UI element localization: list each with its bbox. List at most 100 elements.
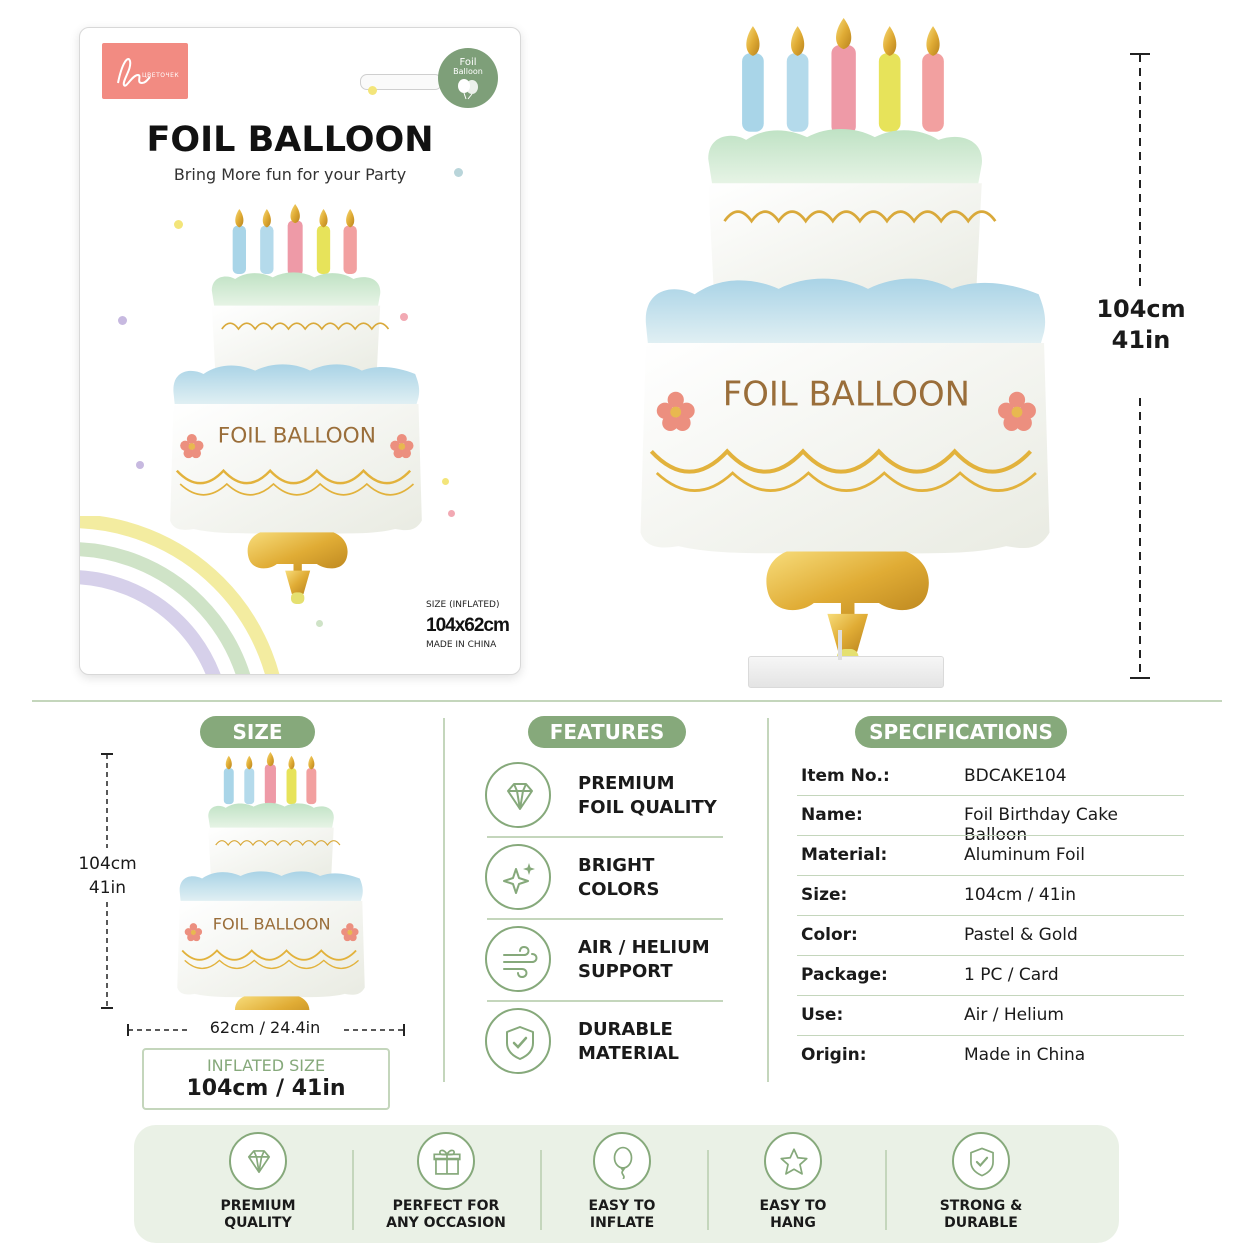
benefit-line2: QUALITY (224, 1215, 292, 1231)
spec-key: Color: (801, 925, 858, 945)
feature-item: AIR / HELIUM SUPPORT (485, 924, 723, 1004)
acrylic-stand (748, 656, 944, 688)
spec-divider (797, 995, 1184, 996)
wind-icon (485, 926, 551, 992)
stand-stick (838, 630, 842, 660)
inflated-size-title: INFLATED SIZE (206, 1056, 326, 1075)
made-in-label: MADE IN CHINA (426, 640, 497, 650)
feature-line1: AIR / HELIUM (578, 937, 710, 958)
height-cm: 104cm (1096, 295, 1186, 323)
card-cake-illustration: FOIL BALLOON (168, 204, 424, 604)
benefit-line2: HANG (770, 1215, 816, 1231)
spec-value: 104cm / 41in (964, 885, 1077, 905)
spec-key: Item No.: (801, 766, 890, 786)
benefit-label: PREMIUM QUALITY (173, 1198, 343, 1232)
confetti-dot (316, 620, 323, 627)
size-height-cm: 104cm (78, 854, 137, 874)
benefit-divider (540, 1150, 542, 1230)
confetti-dot (400, 313, 408, 321)
benefit-divider (707, 1150, 709, 1230)
spec-divider (797, 955, 1184, 956)
size-label: SIZE (INFLATED) (426, 600, 500, 610)
feature-divider (487, 918, 723, 920)
balloons-icon (458, 79, 478, 100)
shield-check-icon (485, 1008, 551, 1074)
spec-row: Color: Pastel & Gold (797, 917, 1184, 957)
benefit-line1: PERFECT FOR (392, 1198, 500, 1214)
feature-line1: DURABLE (578, 1019, 673, 1040)
confetti-dot (136, 461, 144, 469)
spec-divider (797, 875, 1184, 876)
size-width-label: 62cm / 24.4in (190, 1018, 340, 1037)
benefit-line2: ANY OCCASION (386, 1215, 506, 1231)
foil-badge: Foil Balloon (438, 48, 498, 108)
confetti-dot (454, 168, 463, 177)
benefit-line1: EASY TO (759, 1198, 827, 1214)
benefit-divider (352, 1150, 354, 1230)
size-cake-illustration: FOIL BALLOON (176, 752, 366, 1010)
brand-logo: ЦВЕТОЧЕК (102, 43, 188, 99)
feature-line1: BRIGHT (578, 855, 655, 876)
spec-key: Name: (801, 805, 863, 825)
benefit-item: EASY TO HANG (708, 1132, 878, 1240)
benefit-divider (885, 1150, 887, 1230)
feature-line1: PREMIUM (578, 773, 675, 794)
feature-item: BRIGHT COLORS (485, 842, 723, 922)
spec-key: Use: (801, 1005, 844, 1025)
feature-line2: SUPPORT (578, 961, 673, 982)
benefit-label: STRONG & DURABLE (896, 1198, 1066, 1232)
sparkle-icon (485, 844, 551, 910)
spec-divider (797, 1035, 1184, 1036)
confetti-dot (368, 86, 377, 95)
hero-cake-text: FOIL BALLOON (723, 374, 970, 413)
confetti-dot (442, 478, 449, 485)
feature-item: PREMIUM FOIL QUALITY (485, 760, 723, 840)
packaging-card: ЦВЕТОЧЕК Foil Balloon FOIL BALLOON Bring… (79, 27, 521, 675)
balloon-icon (593, 1132, 651, 1190)
spec-row: Size: 104cm / 41in (797, 877, 1184, 917)
benefit-item: PREMIUM QUALITY (173, 1132, 343, 1240)
brand-script-icon (117, 58, 151, 87)
column-divider (443, 718, 445, 1082)
confetti-dot (448, 510, 455, 517)
height-dimension-line (1130, 53, 1150, 679)
benefit-label: EASY TO HANG (708, 1198, 878, 1232)
benefit-item: EASY TO INFLATE (537, 1132, 707, 1240)
gift-icon (417, 1132, 475, 1190)
spec-key: Size: (801, 885, 848, 905)
spec-key: Origin: (801, 1045, 867, 1065)
feature-label: DURABLE MATERIAL (578, 1018, 728, 1066)
feature-line2: FOIL QUALITY (578, 797, 717, 818)
column-divider (767, 718, 769, 1082)
spec-row: Name: Foil Birthday Cake Balloon (797, 797, 1184, 845)
card-cake-text: FOIL BALLOON (218, 423, 376, 448)
hero-cake-balloon: FOIL BALLOON (632, 18, 1058, 668)
height-label: 104cm 41in (1094, 294, 1188, 356)
feature-item: DURABLE MATERIAL (485, 1006, 723, 1086)
benefit-line2: INFLATE (589, 1215, 655, 1231)
benefit-label: EASY TO INFLATE (537, 1198, 707, 1232)
diamond-icon (485, 762, 551, 828)
size-height-in: 41in (88, 878, 127, 898)
feature-divider (487, 836, 723, 838)
spec-divider (797, 915, 1184, 916)
feature-divider (487, 1000, 723, 1002)
benefit-item: STRONG & DURABLE (896, 1132, 1066, 1240)
spec-value: Pastel & Gold (964, 925, 1078, 945)
spec-row: Material: Aluminum Foil (797, 837, 1184, 877)
size-height-label: 104cm 41in (70, 852, 145, 900)
spec-value: Made in China (964, 1045, 1086, 1065)
benefit-label: PERFECT FOR ANY OCCASION (361, 1198, 531, 1232)
size-cake-text: FOIL BALLOON (213, 914, 331, 933)
feature-line2: COLORS (578, 879, 660, 900)
spec-row: Use: Air / Helium (797, 997, 1184, 1037)
spec-value: Air / Helium (964, 1005, 1064, 1025)
badge-line1: Foil (459, 57, 477, 68)
shield-check-icon (952, 1132, 1010, 1190)
spec-value: Aluminum Foil (964, 845, 1085, 865)
benefit-line1: EASY TO (588, 1198, 656, 1214)
confetti-dot (174, 220, 183, 229)
spec-divider (797, 795, 1184, 796)
section-divider (32, 700, 1222, 702)
size-value: 104x62cm (426, 615, 510, 636)
